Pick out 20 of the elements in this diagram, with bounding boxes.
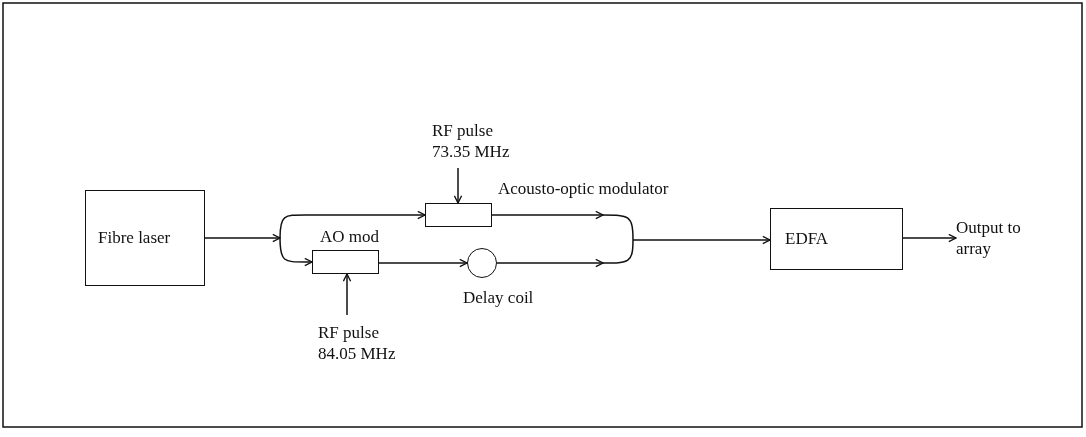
arrow [279, 237, 313, 267]
signal-label: Output to array [956, 216, 1022, 260]
signal-label: RF pulse 73.35 MHz [432, 119, 511, 163]
arrow [204, 233, 281, 243]
arrow [342, 273, 352, 316]
arrow [902, 233, 957, 243]
modulator-box [425, 203, 492, 227]
modulator-box [312, 250, 379, 274]
component-box [770, 208, 903, 270]
arrow [378, 258, 468, 268]
arrow [632, 235, 771, 245]
component-label: EDFA [785, 228, 829, 250]
component-box [85, 190, 205, 286]
component-label: Delay coil [463, 288, 534, 309]
arrow [279, 210, 426, 239]
component-label: Acousto-optic modulator [498, 179, 669, 200]
component-label: Fibre laser [98, 227, 171, 249]
arrow [453, 167, 463, 204]
signal-label: RF pulse 84.05 MHz [318, 321, 397, 365]
component-label: AO mod [320, 227, 380, 248]
